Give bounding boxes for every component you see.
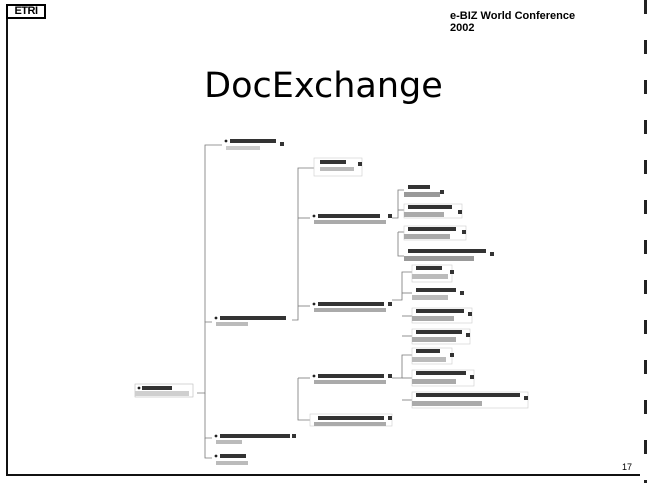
tree-node <box>310 300 392 312</box>
conference-name: e-BIZ World Conference <box>450 10 576 22</box>
tree-node <box>403 203 463 219</box>
tree-node <box>411 307 473 324</box>
tree-node <box>134 383 194 398</box>
tree-node <box>411 369 475 387</box>
conference-heading: e-BIZ World Conference 2002 <box>450 10 575 34</box>
tree-node <box>310 212 392 224</box>
slide-frame <box>6 4 640 476</box>
slide-title: DocExchange <box>204 66 443 106</box>
tree-node <box>411 264 454 283</box>
tree-node <box>222 138 284 152</box>
tree-node <box>411 328 471 345</box>
slide-right-edge <box>644 0 647 483</box>
tree-node <box>313 157 363 177</box>
tree-node <box>412 287 464 301</box>
tree-node <box>310 372 392 384</box>
tree-node <box>411 347 454 365</box>
etri-logo: ETRI <box>6 4 46 19</box>
tree-node <box>212 453 252 466</box>
tree-node <box>403 225 467 241</box>
tree-node <box>212 315 292 327</box>
tree-connectors <box>197 144 412 459</box>
tree-node <box>404 248 494 262</box>
tree-node <box>309 413 393 427</box>
page-number: 17 <box>622 462 633 472</box>
tree-node <box>411 391 529 409</box>
tree-node <box>212 432 296 445</box>
conference-year: 2002 <box>450 22 475 34</box>
tree-node <box>404 184 446 198</box>
